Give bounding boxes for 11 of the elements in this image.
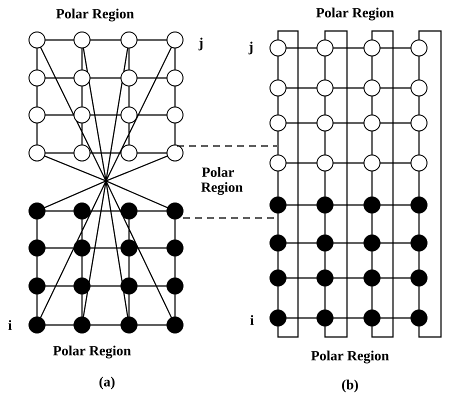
region-label: Polar Region <box>201 167 243 195</box>
region-label: i <box>8 320 12 330</box>
region-label: Polar Region <box>53 346 131 358</box>
region-label: Polar Region <box>311 350 389 364</box>
region-label: j <box>248 42 252 54</box>
region-label: (b) <box>342 380 358 392</box>
region-label: Polar Region <box>316 8 394 20</box>
region-label: j <box>198 38 202 50</box>
region-label: i <box>250 315 254 325</box>
region-label: Polar Region <box>56 8 134 22</box>
region-label: (a) <box>99 376 115 390</box>
